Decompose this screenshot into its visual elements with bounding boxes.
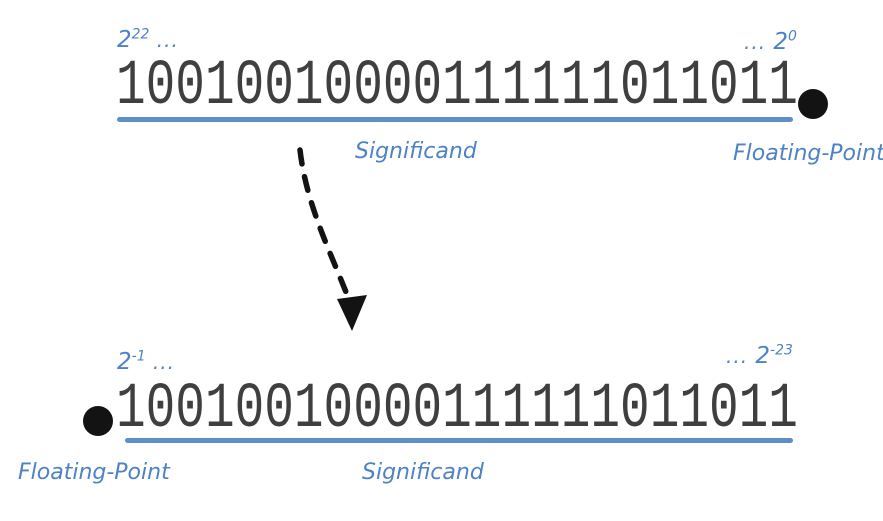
bottom-left-exponent-label: 2-1 ...: [117, 348, 175, 375]
bottom-significand-underline: [125, 438, 793, 443]
top-significand-bits: 10010010000111111011011: [116, 51, 798, 123]
top-significand-label: Significand: [355, 139, 477, 164]
top-left-exponent-label: 222 ...: [117, 26, 179, 53]
bottom-significand-bits: 10010010000111111011011: [116, 374, 798, 446]
exponent-power: 0: [788, 28, 797, 45]
ellipsis: ...: [726, 344, 749, 368]
exponent-base: 2: [117, 349, 132, 375]
exponent-power: -1: [131, 348, 146, 365]
dashed-arrow-shaft: [297, 147, 349, 295]
dashed-arrow: [297, 147, 367, 331]
exponent-power: 22: [131, 26, 150, 43]
top-right-exponent-label: ... 20: [744, 28, 797, 55]
dashed-arrow-head: [337, 295, 367, 331]
exponent-power: -23: [770, 342, 793, 359]
bottom-significand-label: Significand: [362, 460, 484, 485]
top-significand-underline: [117, 117, 793, 122]
bottom-floating-point-label: Floating-Point: [18, 460, 170, 485]
ellipsis: ...: [152, 350, 175, 374]
bottom-floating-point-dot: [83, 406, 113, 436]
bottom-right-exponent-label: ... 2-23: [726, 342, 793, 369]
exponent-base: 2: [755, 343, 771, 369]
top-floating-point-label: Floating-Point: [733, 141, 883, 166]
exponent-base: 2: [117, 27, 132, 53]
exponent-base: 2: [773, 29, 789, 55]
top-floating-point-dot: [798, 89, 828, 119]
ellipsis: ...: [744, 30, 767, 54]
ellipsis: ...: [156, 28, 179, 52]
